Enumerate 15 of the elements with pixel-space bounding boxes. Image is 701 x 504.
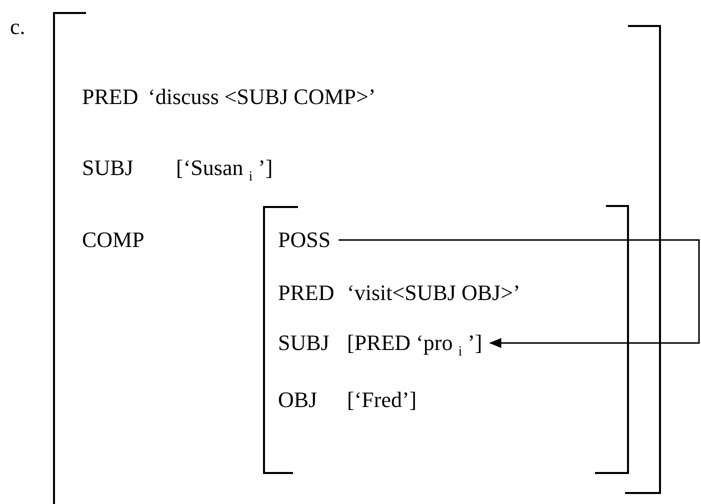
attribute-name: SUBJ (278, 330, 330, 356)
attribute-name: POSS (278, 227, 331, 253)
attribute-name: OBJ (278, 387, 318, 413)
attribute-name: PRED (82, 84, 138, 110)
attribute-value: ‘visit<SUBJ OBJ>’ (347, 280, 520, 306)
attribute-value: [PRED ‘pro $_{i}$ ’] (347, 330, 482, 356)
attribute-value: [‘Susan $_{i}$ ’] (176, 155, 273, 186)
attribute-name: COMP (82, 227, 144, 253)
attribute-value: [‘Fred’] (347, 387, 417, 413)
attribute-name: PRED (278, 280, 334, 306)
arrow (338, 239, 700, 348)
attribute-value-matrix (263, 205, 629, 475)
attribute-value: ‘discuss <SUBJ COMP>’ (148, 84, 376, 110)
attribute-name: SUBJ (82, 155, 134, 181)
example-letter: c. (10, 14, 26, 40)
